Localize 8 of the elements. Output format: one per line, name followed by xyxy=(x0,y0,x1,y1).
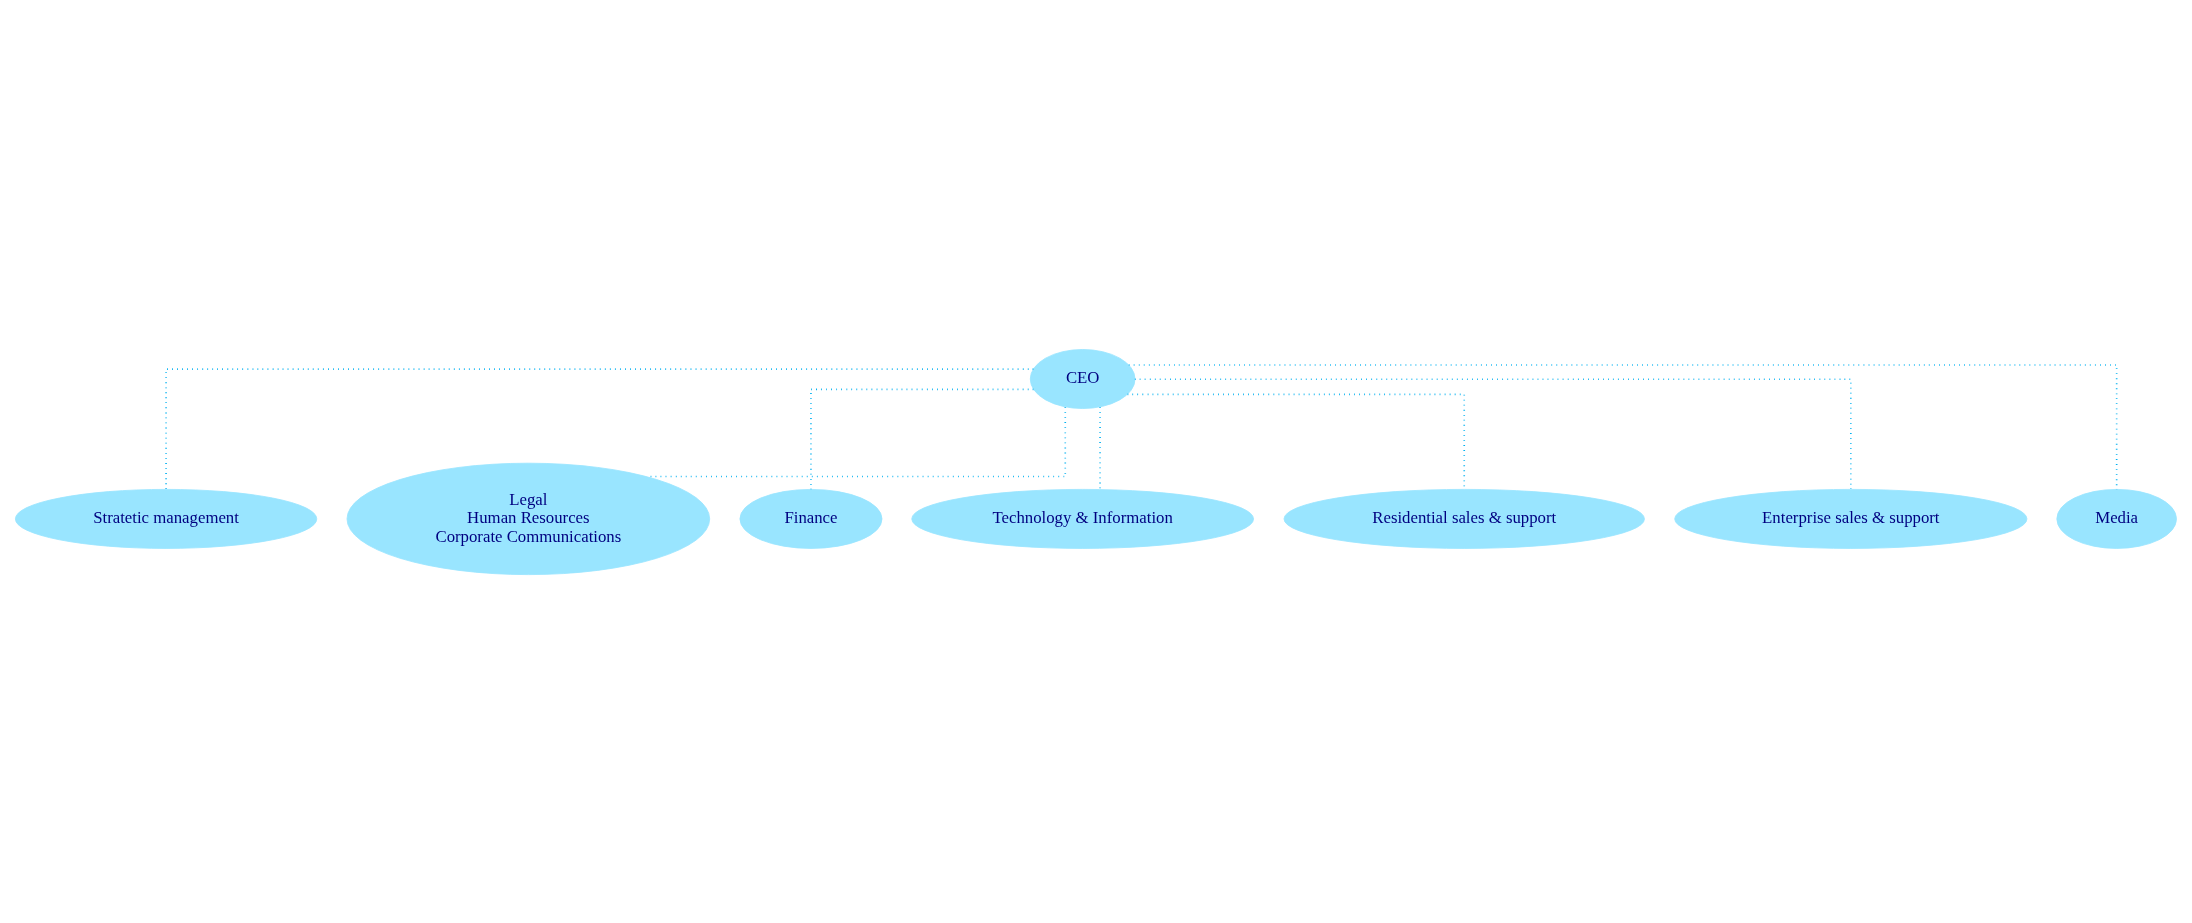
node-ellipse: Technology & Information xyxy=(911,488,1254,549)
node-ellipse: Media xyxy=(2056,488,2177,549)
node-ellipse: Stratetic management xyxy=(14,488,318,549)
node-ellipse: Finance xyxy=(739,488,883,549)
node-ellipse: Enterprise sales & support xyxy=(1674,488,2028,549)
node-ellipse: CEO xyxy=(1029,348,1136,409)
node-ellipse: Legal Human Resources Corporate Communications xyxy=(346,462,711,575)
node-ellipse: Residential sales & support xyxy=(1283,488,1645,549)
